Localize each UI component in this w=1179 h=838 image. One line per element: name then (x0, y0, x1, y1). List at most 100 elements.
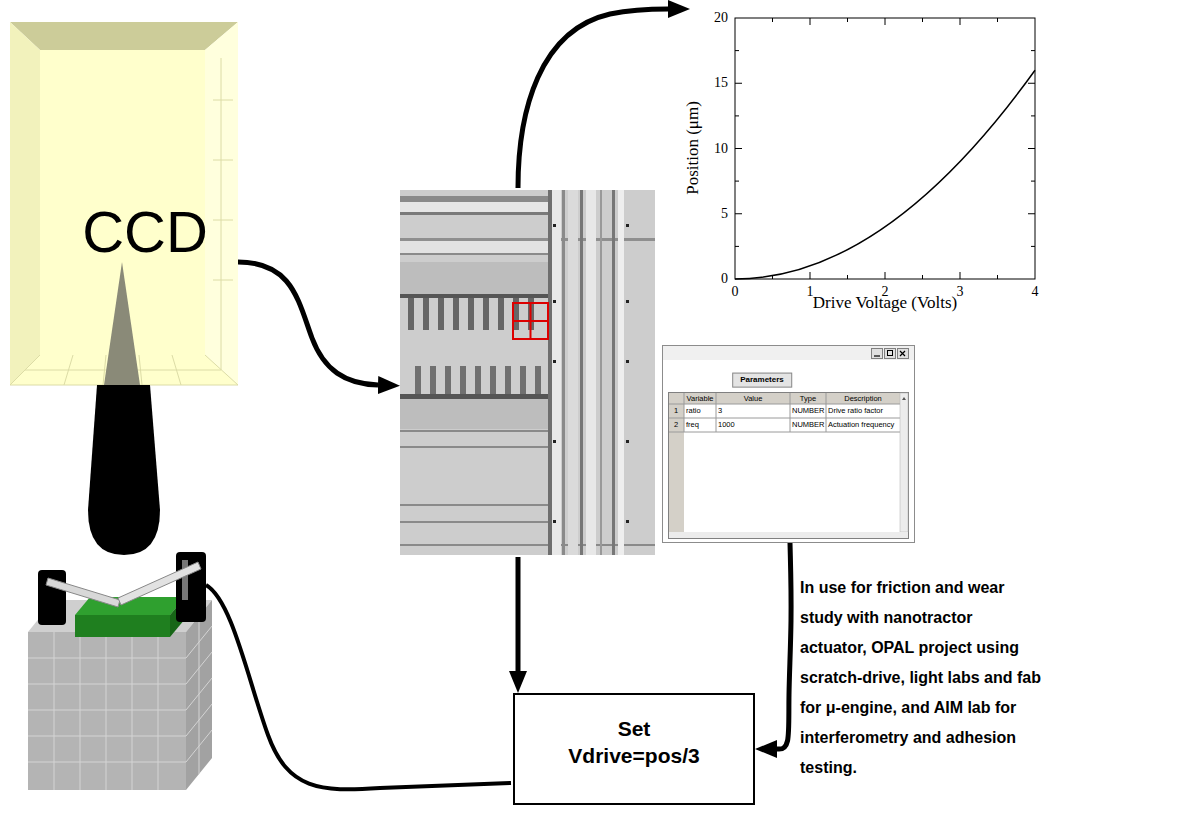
maximize-glyph (888, 351, 893, 356)
right-beam (118, 562, 201, 605)
axis-tick-label: 5 (721, 207, 728, 221)
axis-tick-label: 3 (957, 285, 964, 299)
image-band (400, 241, 550, 253)
close-button (898, 349, 909, 359)
note-text: In use for friction and wear study with … (800, 573, 1043, 783)
table-cell: freq (686, 421, 699, 429)
table-cell: 1000 (718, 421, 735, 429)
stage-grid (28, 616, 212, 790)
image-to-plot-arrow (518, 9, 668, 188)
vertical-scrollbar (900, 393, 908, 532)
microscope-image (400, 190, 655, 555)
connector-arrow (777, 543, 791, 749)
table-cell: Actuation frequency (828, 421, 894, 429)
comb-bar-edge (400, 294, 550, 298)
horizontal-scrollbar (669, 532, 908, 538)
tracking-box (513, 303, 548, 339)
axis-tick-label: 0 (732, 285, 739, 299)
process-box: SetVdrive=pos/3 (513, 693, 755, 805)
camera-label: CCD (82, 203, 208, 261)
image-ground (400, 190, 655, 555)
image-dots (553, 224, 629, 523)
table-cell: NUMBER (792, 407, 825, 415)
image-stripe (548, 190, 552, 555)
image-stripe (580, 190, 583, 555)
test-stage (28, 552, 212, 790)
window-title-bar (663, 346, 914, 360)
axis-tick-label: 0 (721, 272, 728, 286)
table-header-row (669, 393, 900, 404)
image-band (400, 212, 550, 215)
camera-lens (88, 385, 160, 555)
box-text: Set (618, 715, 651, 742)
image-stripe (586, 190, 596, 555)
camera-top-face (10, 22, 238, 50)
table-header: Variable (687, 395, 714, 403)
image-band (400, 196, 550, 202)
comb-bar (400, 399, 550, 429)
image-stripe (568, 190, 578, 555)
maximize-button (885, 349, 896, 359)
table-cell: NUMBER (792, 421, 825, 429)
parameters-window-frame (663, 346, 915, 543)
image-to-box-arrow (516, 557, 521, 671)
plot-ticks (735, 18, 1035, 279)
image-stripe (618, 190, 624, 555)
position-plot (735, 18, 1035, 279)
axis-tick-label: 4 (1032, 285, 1039, 299)
image-band (400, 202, 550, 212)
table-cell: 3 (718, 407, 722, 415)
image-stripe (600, 190, 602, 555)
left-clamp (38, 570, 66, 625)
plot-frame (735, 18, 1035, 279)
connector-group (777, 543, 791, 749)
camera-left-face (10, 22, 40, 385)
table-header: Type (800, 395, 816, 403)
left-beam (46, 578, 120, 607)
drive-cable (206, 585, 511, 789)
ccd-camera (10, 22, 238, 555)
minimize-button (872, 349, 883, 359)
image-band (400, 253, 550, 255)
axis-tick-label: 20 (714, 11, 728, 25)
chip-front (75, 615, 170, 637)
parameters-window: Parameters (662, 345, 915, 543)
flow-arrows (206, 9, 668, 789)
image-stripe (612, 190, 615, 555)
box-text: Vdrive=pos/3 (568, 742, 699, 769)
clamp-insert (182, 560, 188, 600)
comb-bar-edge (400, 394, 550, 399)
table-cell: Drive ratio factor (828, 407, 883, 415)
axis-title: Position (μm) (684, 101, 701, 195)
image-band (400, 238, 655, 241)
table-header: Description (844, 395, 882, 403)
table-row-header (669, 393, 684, 532)
axis-tick-label: 15 (714, 76, 728, 90)
right-clamp (176, 552, 206, 622)
table-cell: ratio (686, 407, 701, 415)
camera-grid (10, 58, 238, 385)
camera-cone (104, 262, 140, 385)
table-frame (669, 393, 909, 539)
table-row-number: 1 (674, 407, 678, 415)
window-frame (663, 346, 915, 543)
image-stripe (552, 190, 561, 555)
axis-tick-label: 1 (807, 285, 814, 299)
axis-title: Drive Voltage (Volts) (813, 294, 958, 311)
camera-box: CCD (40, 50, 205, 355)
table-row-number: 2 (674, 421, 678, 429)
comb-teeth (415, 366, 541, 394)
axis-tick-label: 10 (714, 142, 728, 156)
image-lines (400, 431, 655, 545)
table-header: Value (744, 395, 763, 403)
scroll-arrow (902, 397, 906, 400)
minimize-glyph (874, 355, 880, 356)
plot-curve (735, 70, 1035, 279)
comb-bar (400, 262, 550, 294)
stage-front-face (28, 632, 186, 790)
close-glyph (900, 351, 905, 356)
image-stripe (562, 190, 565, 555)
button-label: Parameters (732, 373, 792, 388)
camera-to-image-arrow (238, 262, 378, 385)
